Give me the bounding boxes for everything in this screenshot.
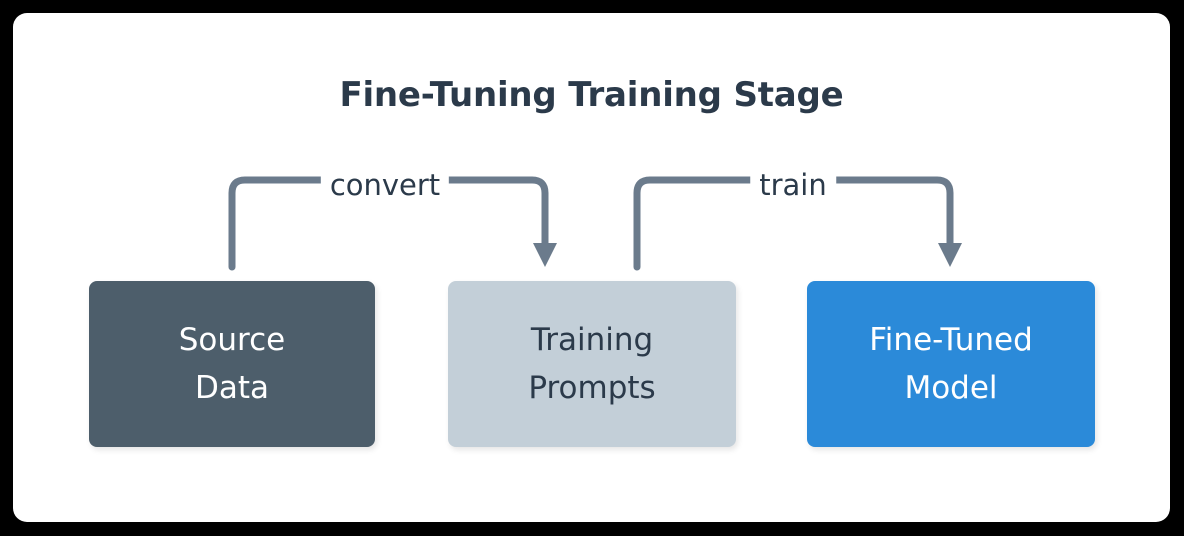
edge-train-arrowhead xyxy=(938,243,962,267)
node-source-data[interactable]: Source Data xyxy=(89,281,375,447)
node-training-prompts-label-line1: Training xyxy=(530,321,654,358)
page-title: Fine-Tuning Training Stage xyxy=(339,75,844,115)
edge-convert-arrowhead xyxy=(533,243,557,267)
diagram-card: Fine-Tuning Training Stage convert train… xyxy=(13,13,1170,522)
node-fine-tuned-model-label-line1: Fine-Tuned xyxy=(869,321,1033,358)
edge-label-train: train xyxy=(750,168,836,202)
edge-label-convert: convert xyxy=(320,168,450,202)
node-source-data-label-line1: Source xyxy=(178,321,286,358)
node-fine-tuned-model[interactable]: Fine-Tuned Model xyxy=(807,281,1095,447)
node-fine-tuned-model-label-line2: Model xyxy=(904,370,998,406)
node-training-prompts[interactable]: Training Prompts xyxy=(448,281,736,447)
node-training-prompts-label-line2: Prompts xyxy=(528,370,656,406)
node-source-data-label-line2: Data xyxy=(194,370,270,406)
